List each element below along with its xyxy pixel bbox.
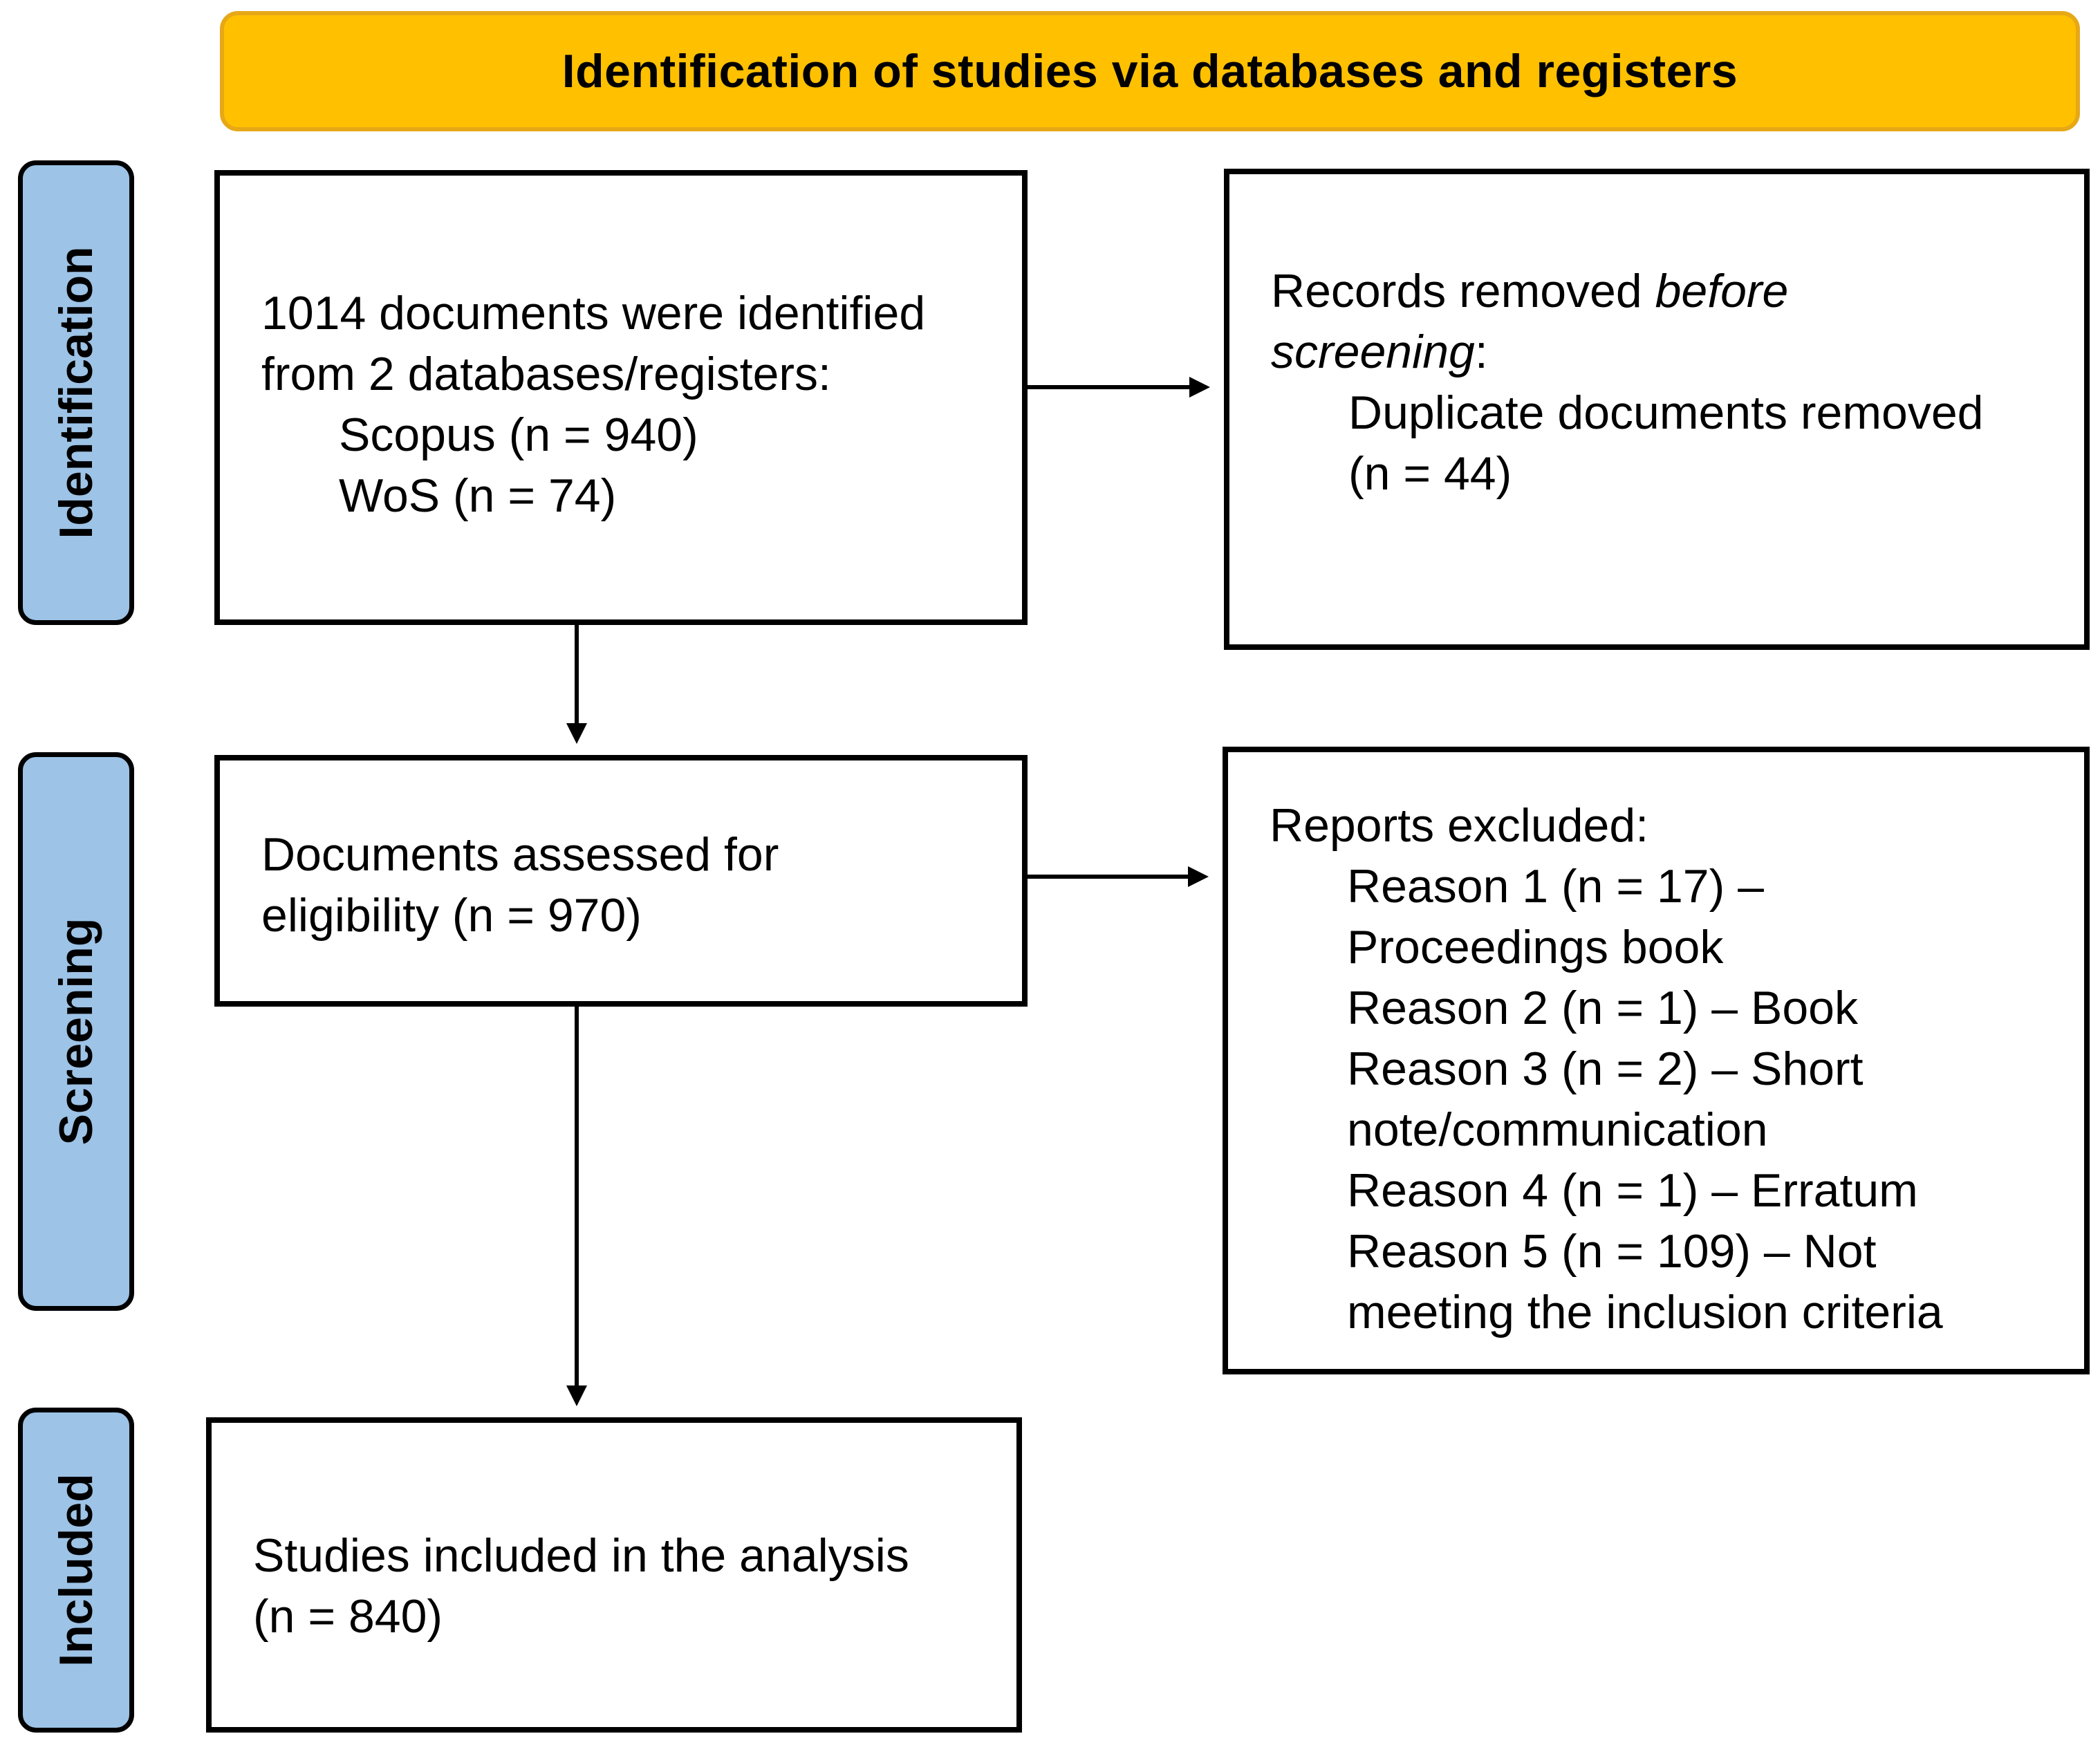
excluded-reason-1-detail: Proceedings book bbox=[1347, 921, 1724, 973]
phase-included-label: Included bbox=[50, 1473, 102, 1667]
included-line-1: Studies included in the analysis bbox=[253, 1529, 909, 1582]
phase-identification: Identification bbox=[18, 160, 134, 625]
removed-line-1-text: Records removed bbox=[1271, 265, 1655, 317]
excluded-reason-5-detail: meeting the inclusion criteria bbox=[1347, 1286, 1943, 1338]
phase-screening: Screening bbox=[18, 752, 134, 1311]
reports-excluded-box: Reports excluded: Reason 1 (n = 17) – Pr… bbox=[1223, 747, 2090, 1374]
excluded-reason-3: Reason 3 (n = 2) – Short bbox=[1347, 1043, 1864, 1095]
removed-count: (n = 44) bbox=[1348, 447, 1512, 500]
excluded-reason-5: Reason 5 (n = 109) – Not bbox=[1347, 1225, 1877, 1278]
removed-duplicates: Duplicate documents removed bbox=[1348, 386, 1984, 439]
excluded-heading: Reports excluded: bbox=[1270, 799, 1649, 852]
phase-identification-label: Identification bbox=[50, 246, 102, 539]
excluded-reason-4: Reason 4 (n = 1) – Erratum bbox=[1347, 1164, 1918, 1217]
phase-included: Included bbox=[18, 1408, 134, 1733]
excluded-reason-1: Reason 1 (n = 17) – bbox=[1347, 860, 1764, 913]
assessed-line-1: Documents assessed for bbox=[261, 828, 779, 881]
removed-line-2-text: : bbox=[1474, 326, 1488, 378]
removed-line-1: Records removed before bbox=[1271, 261, 2084, 321]
header-banner: Identification of studies via databases … bbox=[220, 11, 2080, 131]
identified-line-1: 1014 documents were identified bbox=[261, 287, 926, 339]
excluded-reason-2: Reason 2 (n = 1) – Book bbox=[1347, 982, 1859, 1034]
assessed-eligibility-box: Documents assessed for eligibility (n = … bbox=[214, 755, 1028, 1007]
removed-line-1-italic: before bbox=[1655, 265, 1789, 317]
assessed-line-2: eligibility (n = 970) bbox=[261, 889, 642, 942]
removed-line-2-italic: screening bbox=[1271, 326, 1475, 378]
header-title: Identification of studies via databases … bbox=[561, 45, 1738, 97]
records-removed-box: Records removed before screening: Duplic… bbox=[1224, 169, 2090, 650]
excluded-reason-3-detail: note/communication bbox=[1347, 1103, 1768, 1156]
phase-screening-label: Screening bbox=[50, 917, 102, 1146]
identified-scopus: Scopus (n = 940) bbox=[339, 409, 698, 461]
identified-line-2: from 2 databases/registers: bbox=[261, 348, 831, 400]
identified-wos: WoS (n = 74) bbox=[339, 469, 617, 522]
removed-line-2: screening: bbox=[1271, 321, 2084, 382]
studies-included-box: Studies included in the analysis (n = 84… bbox=[206, 1417, 1022, 1733]
included-line-2: (n = 840) bbox=[253, 1590, 443, 1643]
identified-records-box: 1014 documents were identified from 2 da… bbox=[214, 170, 1028, 625]
